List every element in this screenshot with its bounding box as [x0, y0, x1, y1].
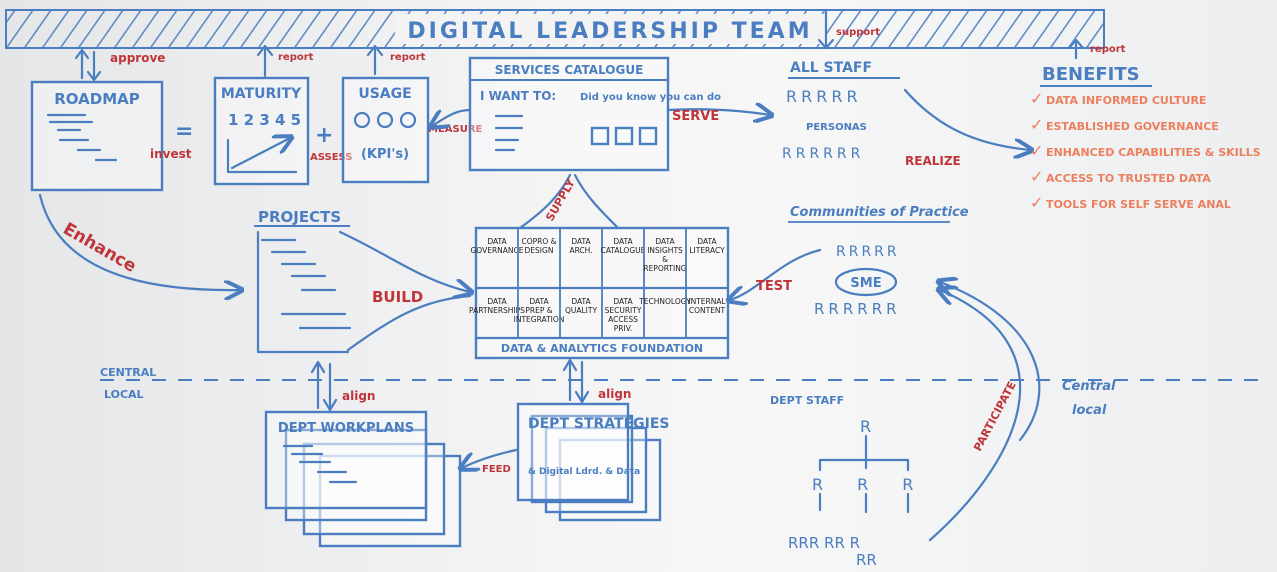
benefits-title: BENEFITS	[1042, 64, 1140, 85]
invest-label: invest	[150, 147, 192, 161]
all-staff-block: support ALL STAFF RRRRR PERSONAS RRRRRR …	[782, 10, 1030, 168]
foundation-cell: COPRO &DESIGN	[521, 237, 556, 255]
personas-label: PERSONAS	[806, 122, 867, 133]
workplans-align-label: align	[342, 389, 375, 403]
benefits-block: report BENEFITS ✓DATA INFORMED CULTURE✓E…	[1030, 38, 1261, 212]
realize-label: REALIZE	[905, 154, 961, 168]
benefit-item: TOOLS FOR SELF SERVE ANAL	[1046, 198, 1231, 211]
benefit-item: DATA INFORMED CULTURE	[1046, 94, 1206, 107]
deptstaff-figures-mid: RRR	[812, 475, 947, 494]
usage-block: report USAGE (KPI's) MEASURE	[341, 44, 483, 184]
supply-label: SUPPLY	[543, 176, 578, 223]
serve-label: SERVE	[672, 109, 719, 124]
deptstaff-figures-bottom: RRR RR R	[788, 534, 860, 552]
checkmark-icon: ✓	[1030, 193, 1043, 212]
checkmark-icon: ✓	[1030, 115, 1043, 134]
foundation-title: DATA & ANALYTICS FOUNDATION	[501, 342, 703, 355]
leadership-header: DIGITAL LEADERSHIP TEAM	[5, 9, 1105, 49]
deptstaff-figures-bottom2: RR	[856, 551, 877, 569]
roadmap-title: ROADMAP	[54, 90, 140, 108]
test-label: TEST	[756, 279, 792, 294]
maturity-block: report MATURITY 1 2 3 4 5 + ASSESS	[213, 44, 352, 186]
deptstaff-figure-top: R	[860, 417, 871, 436]
equals-sign: =	[175, 119, 193, 144]
services-didyou: Did you know you can do	[580, 92, 721, 103]
feed-label: FEED	[482, 464, 511, 475]
cop-figures-bottom: RRRRRR	[814, 300, 901, 318]
benefit-item: ENHANCED CAPABILITIES & SKILLS	[1046, 146, 1261, 159]
staff-figures-row2: RRRRRR	[782, 146, 864, 162]
strategies-align-label: align	[598, 387, 631, 401]
divider-central-right: Central	[1062, 379, 1116, 394]
divider-local-right: local	[1072, 403, 1107, 418]
maturity-report-label: report	[278, 52, 314, 63]
central-local-divider: CENTRAL LOCAL Central local	[100, 366, 1270, 418]
dept-workplans-block: align DEPT WORKPLANS	[264, 360, 462, 548]
usage-kpis: (KPI's)	[361, 147, 409, 162]
projects-title: PROJECTS	[258, 208, 341, 226]
happy-face-icon	[353, 111, 371, 129]
strategies-title: DEPT STRATEGIES	[528, 416, 670, 432]
benefits-list: ✓DATA INFORMED CULTURE✓ESTABLISHED GOVER…	[1030, 89, 1261, 212]
dept-strategies-block: align DEPT STRATEGIES & Digital Ldrd. & …	[462, 358, 670, 522]
assess-label: ASSESS	[310, 152, 352, 163]
projects-block: PROJECTS Enhance BUILD	[38, 193, 470, 354]
maturity-title: MATURITY	[221, 86, 302, 102]
usage-report-label: report	[390, 52, 426, 63]
services-title: SERVICES CATALOGUE	[495, 63, 644, 77]
workplans-title: DEPT WORKPLANS	[278, 421, 414, 436]
participate-label: PARTICIPATE	[971, 379, 1019, 453]
build-label: BUILD	[372, 288, 423, 306]
measure-label: MEASURE	[428, 124, 483, 135]
benefits-report-label: report	[1090, 44, 1126, 55]
deptstaff-title: DEPT STAFF	[770, 394, 844, 407]
dept-staff-block: DEPT STAFF R RRR RRR RR R RR	[770, 394, 947, 569]
foundation-cell: TECHNOLOGY	[638, 297, 691, 306]
checkmark-icon: ✓	[1030, 89, 1043, 108]
staff-figures-row1: RRRRR	[786, 87, 862, 106]
roadmap-approve-label: approve	[110, 51, 165, 65]
allstaff-support-label: support	[836, 27, 880, 38]
sme-label: SME	[850, 276, 881, 291]
maturity-scale: 1 2 3 4 5	[228, 111, 301, 129]
neutral-face-icon	[376, 111, 394, 129]
roadmap-block: approve ROADMAP = invest	[30, 48, 193, 192]
divider-central-left: CENTRAL	[100, 366, 156, 379]
benefit-item: ESTABLISHED GOVERNANCE	[1046, 120, 1219, 133]
usage-title: USAGE	[358, 86, 411, 102]
sad-face-icon	[399, 111, 417, 129]
cop-title: Communities of Practice	[790, 205, 969, 220]
services-catalogue-block: SERVICES CATALOGUE I WANT TO: Did you kn…	[432, 56, 770, 172]
benefit-item: ACCESS TO TRUSTED DATA	[1046, 172, 1211, 185]
services-want: I WANT TO:	[480, 89, 556, 103]
checkmark-icon: ✓	[1030, 167, 1043, 186]
plus-sign: +	[315, 123, 333, 148]
checkmark-icon: ✓	[1030, 141, 1043, 160]
divider-local-left: LOCAL	[104, 388, 144, 401]
allstaff-title: ALL STAFF	[790, 60, 872, 76]
strategies-sub: & Digital Ldrd. & Data	[528, 467, 640, 477]
header-title: DIGITAL LEADERSHIP TEAM	[407, 19, 812, 44]
cop-figures-top: RRRRR	[836, 244, 900, 260]
